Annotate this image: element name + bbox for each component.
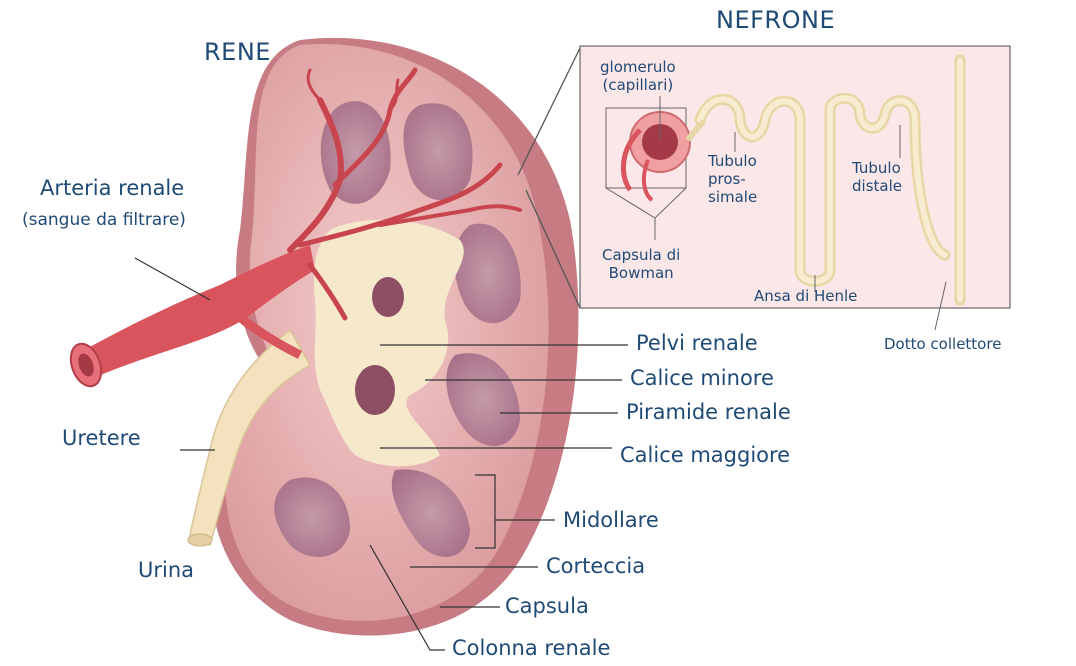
label-calice-maggiore: Calice maggiore [620,443,790,467]
label-pelvi-renale: Pelvi renale [636,331,758,355]
label-arteria-renale: Arteria renale [40,176,184,200]
label-capsula-bowman: Capsula di Bowman [602,246,680,282]
label-arteria-sub: (sangue da filtrare) [22,210,186,230]
label-glomerulo: glomerulo (capillari) [600,58,676,94]
label-tubulo-distale: Tubulo distale [852,159,902,195]
label-capsula: Capsula [505,594,589,618]
kidney-title: RENE [204,38,271,66]
minor-calyx-hole-2 [355,365,395,415]
minor-calyx-hole-1 [372,277,404,317]
label-corteccia: Corteccia [546,554,645,578]
label-piramide-renale: Piramide renale [626,400,791,424]
label-urina: Urina [138,558,194,582]
label-tubulo-prossimale: Tubulo pros- simale [708,152,757,206]
label-ansa-henle: Ansa di Henle [754,287,857,305]
label-calice-minore: Calice minore [630,366,774,390]
label-colonna-renale: Colonna renale [452,636,610,660]
label-dotto-collettore: Dotto collettore [884,335,1001,353]
label-midollare: Midollare [563,508,659,532]
label-uretere: Uretere [62,426,141,450]
nephron-title: NEFRONE [716,6,835,34]
